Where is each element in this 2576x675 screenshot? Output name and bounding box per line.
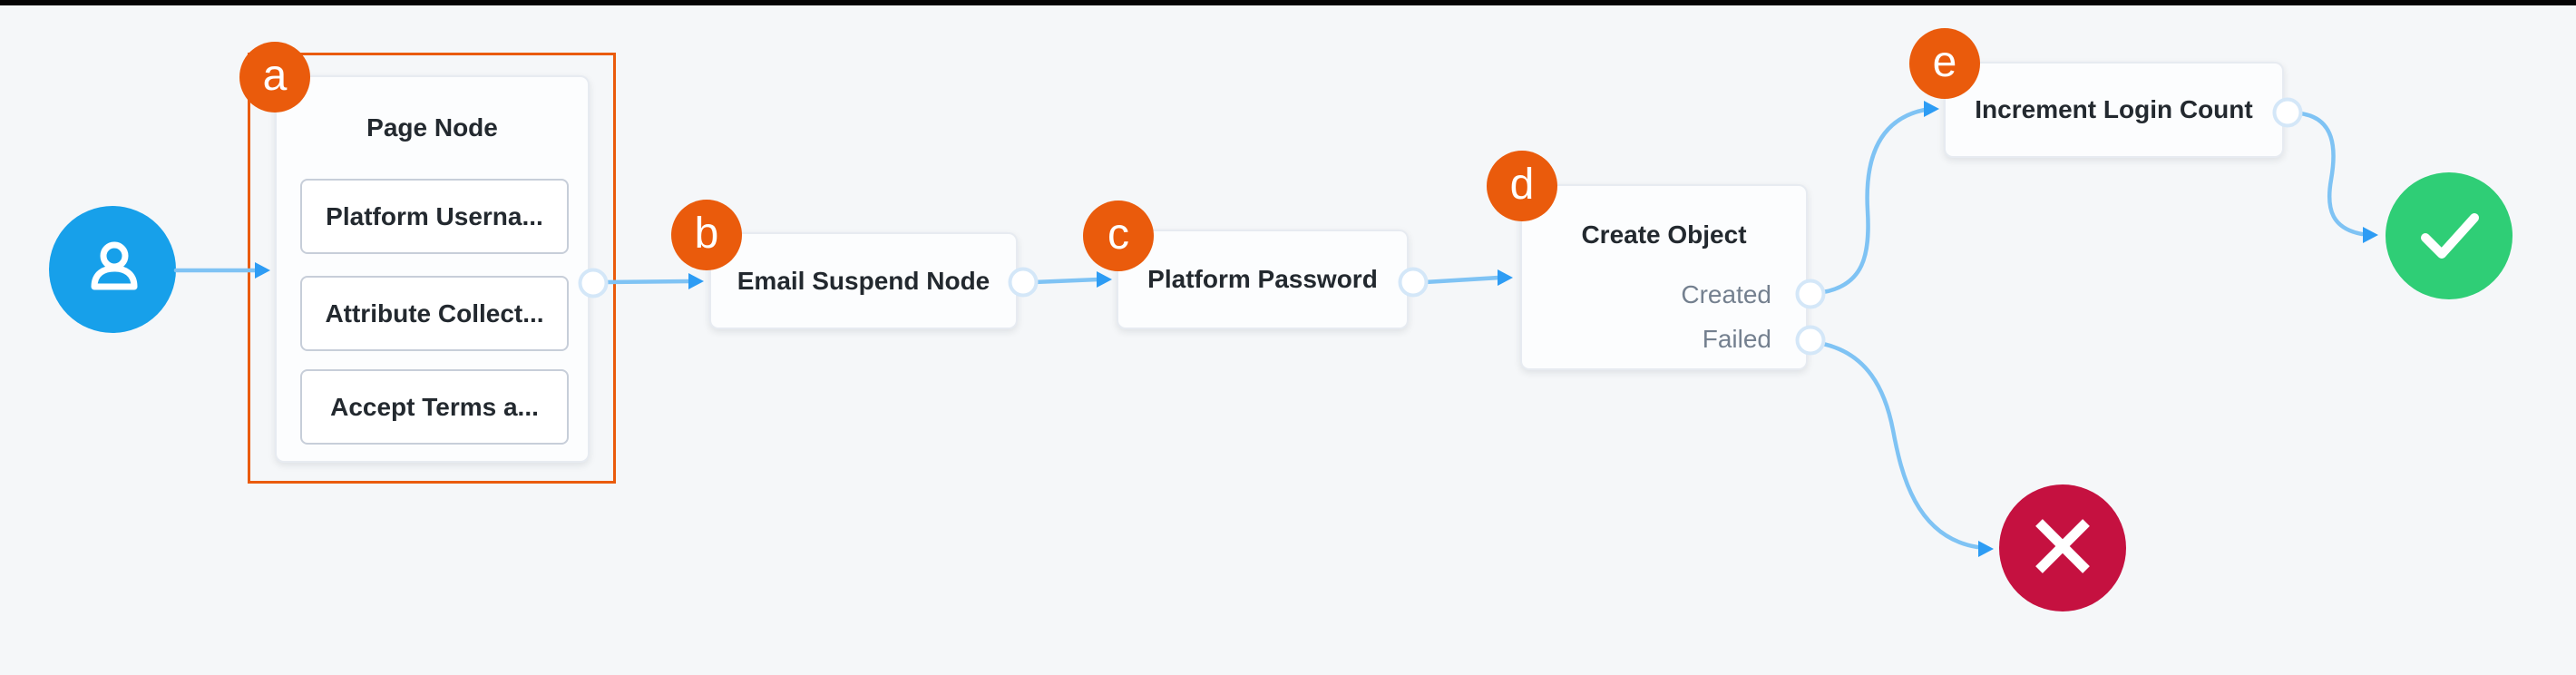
page-child-platform-username[interactable]: Platform Userna... bbox=[300, 179, 569, 254]
edge-created-to-increment bbox=[1820, 107, 1927, 295]
annotation-marker-b: b bbox=[671, 200, 742, 270]
start-node[interactable] bbox=[49, 206, 176, 333]
edge-password-to-create bbox=[1422, 275, 1502, 285]
node-card-email-suspend[interactable]: Email Suspend Node bbox=[709, 232, 1018, 329]
port-password-out[interactable] bbox=[1398, 267, 1429, 298]
page-child-accept-terms[interactable]: Accept Terms a... bbox=[300, 369, 569, 445]
port-page-out[interactable] bbox=[578, 268, 609, 298]
failure-node[interactable] bbox=[1999, 484, 2126, 611]
node-title: Increment Login Count bbox=[1975, 95, 2253, 123]
port-create-created-out[interactable] bbox=[1795, 279, 1826, 309]
selection-box bbox=[248, 53, 616, 484]
arrowhead-icon bbox=[1498, 269, 1513, 286]
node-card-page[interactable]: Page Node Platform Userna... Attribute C… bbox=[275, 75, 590, 463]
edge-page-to-email bbox=[602, 279, 693, 285]
arrowhead-icon bbox=[688, 273, 704, 289]
success-node[interactable] bbox=[2386, 172, 2513, 299]
node-title: Page Node bbox=[366, 113, 498, 142]
node-card-create-object[interactable]: Create Object Created Failed bbox=[1520, 184, 1808, 370]
node-title: Create Object bbox=[1581, 220, 1747, 249]
node-card-increment-login-count[interactable]: Increment Login Count bbox=[1944, 62, 2284, 158]
x-icon bbox=[2019, 503, 2106, 594]
node-card-platform-password[interactable]: Platform Password bbox=[1117, 230, 1409, 329]
user-icon bbox=[69, 224, 156, 316]
node-title: Platform Password bbox=[1147, 265, 1378, 293]
annotation-marker-c: c bbox=[1083, 201, 1154, 271]
annotation-marker-d: d bbox=[1487, 151, 1557, 221]
arrowhead-icon bbox=[1978, 541, 1994, 557]
arrowhead-icon bbox=[1097, 271, 1112, 288]
top-bar bbox=[0, 0, 2576, 5]
edge-increment-to-success bbox=[2298, 111, 2365, 237]
outcome-label-failed: Failed bbox=[1702, 325, 1771, 353]
arrowhead-icon bbox=[2363, 227, 2378, 243]
annotation-marker-e: e bbox=[1909, 28, 1980, 99]
node-title: Email Suspend Node bbox=[737, 266, 990, 295]
check-icon bbox=[2405, 191, 2493, 282]
edge-failed-to-failure bbox=[1820, 341, 1980, 550]
port-create-failed-out[interactable] bbox=[1795, 325, 1826, 356]
annotation-marker-a: a bbox=[239, 42, 310, 112]
edge-email-to-password bbox=[1032, 277, 1101, 285]
arrowhead-icon bbox=[1924, 101, 1939, 117]
page-child-attribute-collector[interactable]: Attribute Collect... bbox=[300, 276, 569, 351]
port-email-out[interactable] bbox=[1008, 267, 1039, 298]
outcome-label-created: Created bbox=[1681, 280, 1771, 308]
port-increment-out[interactable] bbox=[2272, 97, 2303, 128]
